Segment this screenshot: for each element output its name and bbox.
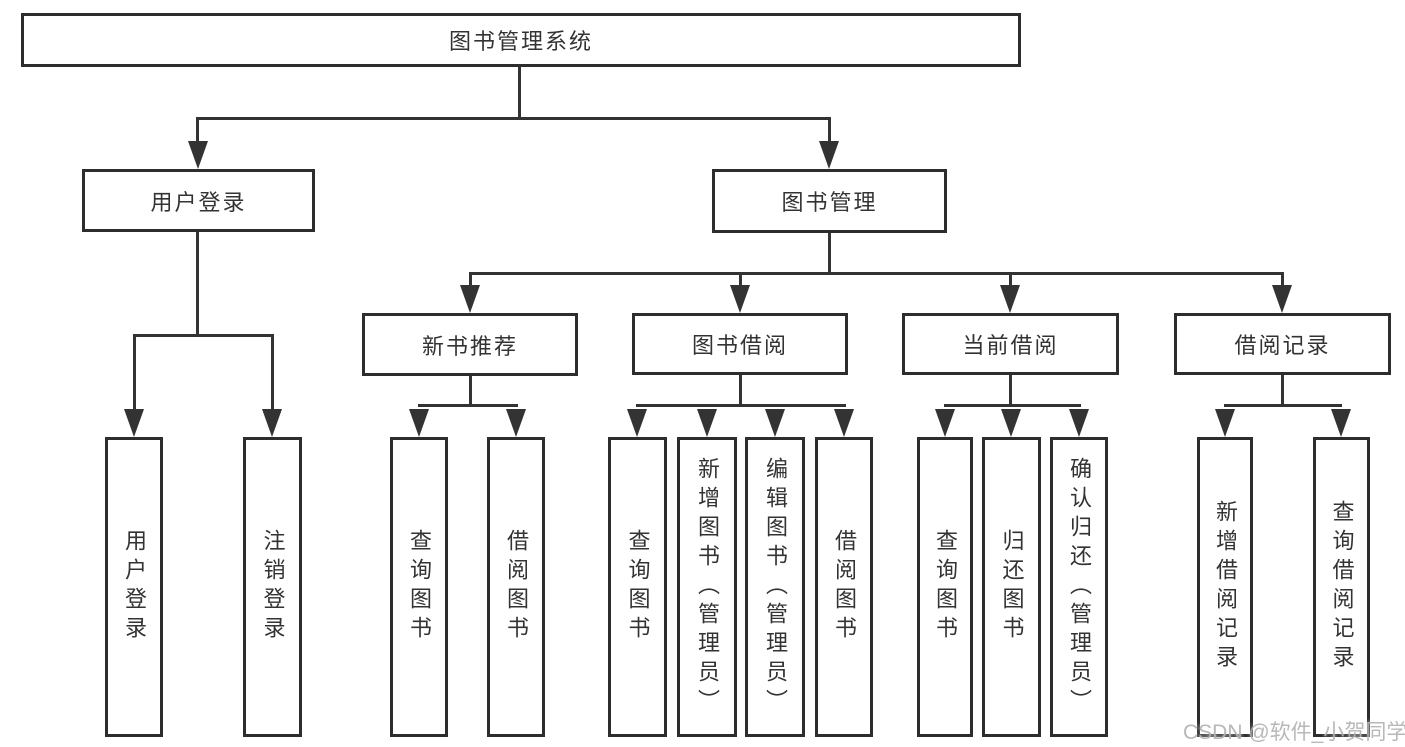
- node-leaf-br-add-record-label: 新增借阅记录: [1213, 500, 1238, 674]
- connector-borrowrecord-hline: [1224, 404, 1342, 407]
- node-user-login-label: 用户登录: [150, 189, 247, 215]
- csdn-watermark: CSDN @软件_小贺同学: [1183, 721, 1405, 744]
- arrow-down-icon: [1215, 409, 1235, 437]
- node-leaf-bb-add-book: 新增图书（管理员）: [677, 437, 737, 737]
- connector-bookmgmt-stub-2: [739, 272, 742, 289]
- node-book-borrow: 图书借阅: [632, 313, 848, 375]
- node-leaf-logout-label: 注销登录: [260, 529, 286, 645]
- arrow-down-icon: [188, 141, 208, 169]
- node-leaf-rec-borrow-book-label: 借阅图书: [504, 529, 529, 645]
- node-leaf-cb-confirm-return: 确认归还（管理员）: [1050, 437, 1108, 737]
- arrow-down-icon: [627, 409, 647, 437]
- connector-bookmgmt-stub-1: [469, 272, 472, 289]
- connector-bookborrow-vline: [739, 375, 742, 406]
- node-new-book-rec: 新书推荐: [362, 313, 578, 376]
- connector-userlogin-stub-right: [271, 334, 274, 414]
- connector-currentborrow-hline: [944, 404, 1081, 407]
- node-leaf-user-login-label: 用户登录: [122, 529, 147, 645]
- node-leaf-cb-query-book: 查询图书: [917, 437, 973, 737]
- node-leaf-br-query-record-label: 查询借阅记录: [1329, 500, 1355, 674]
- arrow-down-icon: [460, 285, 480, 313]
- connector-root-vline: [518, 67, 521, 119]
- node-leaf-bb-query-book: 查询图书: [608, 437, 667, 737]
- node-leaf-cb-query-book-label: 查询图书: [933, 529, 958, 645]
- node-leaf-bb-edit-book-label: 编辑图书（管理员）: [763, 456, 788, 718]
- node-user-login: 用户登录: [82, 169, 315, 232]
- connector-userlogin-vline: [196, 232, 199, 337]
- connector-currentborrow-vline: [1009, 375, 1012, 406]
- node-leaf-cb-return-book-label: 归还图书: [999, 529, 1025, 645]
- node-root-label: 图书管理系统: [448, 29, 593, 54]
- node-leaf-bb-query-book-label: 查询图书: [625, 529, 651, 645]
- node-borrow-record: 借阅记录: [1174, 313, 1391, 375]
- node-leaf-cb-confirm-return-label: 确认归还（管理员）: [1067, 456, 1092, 718]
- arrow-down-icon: [1001, 409, 1021, 437]
- connector-root-stub-left: [196, 117, 199, 147]
- node-leaf-bb-edit-book: 编辑图书（管理员）: [745, 437, 805, 737]
- arrow-down-icon: [1331, 409, 1351, 437]
- node-leaf-logout: 注销登录: [243, 437, 302, 737]
- connector-userlogin-hline: [133, 334, 274, 337]
- arrow-down-icon: [935, 409, 955, 437]
- connector-userlogin-stub-left: [133, 334, 136, 414]
- node-leaf-rec-borrow-book: 借阅图书: [487, 437, 545, 737]
- arrow-down-icon: [124, 409, 144, 437]
- connector-root-hline: [197, 117, 831, 120]
- node-book-mgmt-label: 图书管理: [781, 190, 878, 215]
- arrow-down-icon: [730, 285, 750, 313]
- connector-newbookrec-vline: [469, 376, 472, 406]
- node-book-mgmt: 图书管理: [712, 169, 947, 233]
- node-borrow-record-label: 借阅记录: [1234, 333, 1331, 358]
- node-book-borrow-label: 图书借阅: [691, 333, 788, 358]
- arrow-down-icon: [1000, 285, 1020, 313]
- connector-bookmgmt-hline: [469, 272, 1283, 275]
- node-leaf-bb-borrow-book: 借阅图书: [815, 437, 873, 737]
- connector-newbookrec-hline: [418, 404, 518, 407]
- node-leaf-cb-return-book: 归还图书: [982, 437, 1041, 737]
- node-current-borrow: 当前借阅: [902, 313, 1119, 375]
- arrow-down-icon: [697, 409, 717, 437]
- arrow-down-icon: [1069, 409, 1089, 437]
- node-leaf-user-login: 用户登录: [105, 437, 163, 737]
- connector-bookmgmt-stub-3: [1009, 272, 1012, 289]
- arrow-down-icon: [409, 409, 429, 437]
- connector-bookborrow-hline: [636, 404, 846, 407]
- node-new-book-rec-label: 新书推荐: [421, 333, 518, 359]
- connector-borrowrecord-vline: [1281, 375, 1284, 406]
- node-leaf-bb-borrow-book-label: 借阅图书: [832, 529, 857, 645]
- arrow-down-icon: [1272, 285, 1292, 313]
- arrow-down-icon: [765, 409, 785, 437]
- node-root: 图书管理系统: [21, 13, 1021, 67]
- arrow-down-icon: [262, 409, 282, 437]
- connector-root-stub-right: [828, 117, 831, 147]
- node-current-borrow-label: 当前借阅: [962, 333, 1059, 358]
- node-leaf-br-query-record: 查询借阅记录: [1313, 437, 1370, 737]
- node-leaf-bb-add-book-label: 新增图书（管理员）: [695, 456, 720, 718]
- arrow-down-icon: [506, 409, 526, 437]
- connector-bookmgmt-vline: [828, 233, 831, 275]
- node-leaf-rec-query-book: 查询图书: [390, 437, 448, 737]
- arrow-down-icon: [819, 141, 839, 169]
- connector-bookmgmt-stub-4: [1281, 272, 1284, 289]
- node-leaf-br-add-record: 新增借阅记录: [1197, 437, 1253, 737]
- node-leaf-rec-query-book-label: 查询图书: [407, 529, 432, 645]
- arrow-down-icon: [834, 409, 854, 437]
